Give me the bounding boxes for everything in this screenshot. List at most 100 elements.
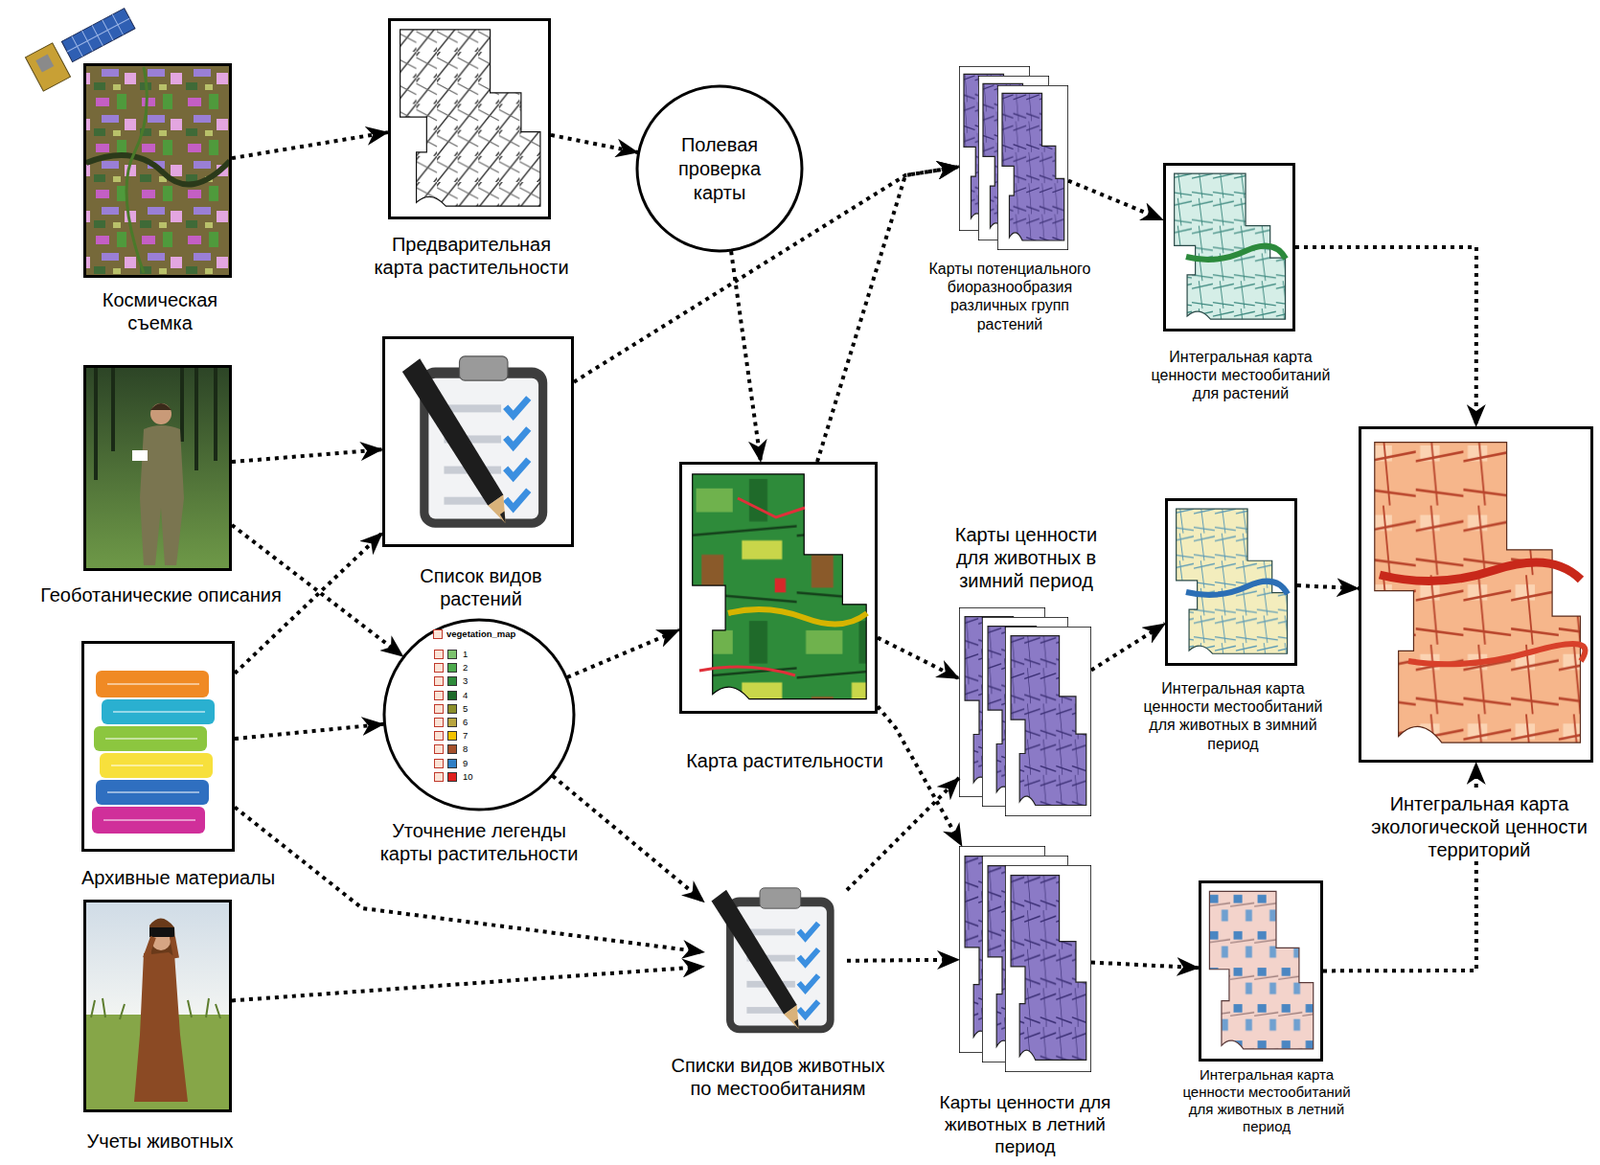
image-box: Космическая съемка bbox=[83, 63, 232, 278]
plant-checklist-icon bbox=[402, 356, 548, 528]
image-group: Карты ценности для животных в зимний пер… bbox=[959, 607, 1092, 817]
legend-text: 8 bbox=[462, 743, 468, 755]
legend-text: 2 bbox=[462, 662, 468, 673]
checkbox-icon bbox=[434, 704, 444, 714]
legend-swatch bbox=[447, 662, 458, 673]
satellite-icon bbox=[24, 8, 135, 92]
image-box: Интегральная карта ценности местообитани… bbox=[1198, 880, 1324, 1062]
archive-books bbox=[81, 640, 235, 852]
checkbox-icon bbox=[433, 629, 443, 640]
satellite-icon bbox=[61, 8, 136, 63]
plant-habitat-map bbox=[1174, 173, 1286, 320]
animal-count-photo bbox=[134, 950, 188, 1103]
winter-habitat-map bbox=[1176, 508, 1288, 654]
checkbox-icon bbox=[434, 758, 444, 769]
satellite-icon bbox=[61, 8, 136, 63]
preliminary-map bbox=[400, 29, 541, 206]
vegetation-map bbox=[728, 609, 868, 624]
dotted-arrow bbox=[231, 132, 389, 159]
circle-node: Полевая проверка карты bbox=[635, 84, 804, 253]
image-box: Список видов растений bbox=[382, 336, 574, 548]
dotted-arrow bbox=[1091, 623, 1166, 671]
legend-text: 7 bbox=[462, 730, 468, 741]
integral-map bbox=[1408, 643, 1585, 664]
checkbox-icon bbox=[434, 676, 444, 686]
image-box: Учеты животных bbox=[83, 899, 232, 1113]
checkbox-icon bbox=[434, 649, 444, 660]
caption: Список видов растений bbox=[399, 564, 563, 611]
legend-text: 6 bbox=[462, 716, 468, 728]
image-group: Списки видов животных по местообитаниям bbox=[704, 882, 847, 1041]
potential-biodiversity-pages bbox=[959, 66, 1069, 251]
satellite-image bbox=[126, 67, 147, 274]
image-box: Архивные материалы bbox=[81, 640, 235, 852]
image-box: Предварительная карта растительности bbox=[388, 18, 551, 220]
image-group: Карты ценности для животных в летний пер… bbox=[959, 845, 1092, 1073]
integral-map bbox=[1379, 562, 1581, 581]
caption: Космическая съемка bbox=[78, 288, 242, 335]
dotted-arrow bbox=[550, 135, 639, 153]
legend-swatch bbox=[447, 772, 458, 782]
dotted-arrow bbox=[567, 629, 680, 678]
archive-books bbox=[103, 684, 206, 821]
legend-swatch bbox=[447, 758, 458, 769]
plant-habitat-map bbox=[1174, 173, 1286, 320]
legend-swatch bbox=[447, 704, 458, 714]
winter-habitat-map bbox=[1176, 508, 1288, 654]
field-photo bbox=[139, 425, 184, 566]
dotted-arrow bbox=[234, 724, 385, 739]
circle-node: Уточнение легенды карты растительности bbox=[382, 617, 576, 812]
caption: Уточнение легенды карты растительности bbox=[359, 819, 599, 866]
caption: Предварительная карта растительности bbox=[346, 232, 596, 279]
legend-swatch bbox=[447, 717, 458, 728]
animal-count-photo bbox=[149, 927, 175, 938]
integral-map bbox=[1374, 442, 1586, 743]
dotted-arrow bbox=[234, 807, 705, 953]
satellite-icon bbox=[35, 54, 54, 73]
summer-habitat-map bbox=[1209, 891, 1313, 1049]
dotted-arrow bbox=[231, 449, 383, 462]
plant-habitat-map bbox=[1186, 246, 1286, 260]
dotted-arrow bbox=[1297, 585, 1359, 589]
dotted-arrow bbox=[231, 966, 705, 1002]
checkbox-icon bbox=[434, 772, 444, 782]
animal-checklist-icon bbox=[711, 888, 835, 1033]
caption: Интегральная карта ценности местообитани… bbox=[1137, 679, 1329, 754]
checkbox-icon bbox=[434, 690, 444, 701]
legend-title: vegetation_map bbox=[446, 628, 516, 640]
satellite-icon bbox=[24, 43, 70, 92]
caption: Карты потенциального биоразнообразия раз… bbox=[921, 259, 1099, 334]
satellite-icon bbox=[61, 8, 136, 63]
dotted-arrow bbox=[731, 251, 761, 462]
legend-swatch bbox=[447, 744, 458, 755]
checkbox-icon bbox=[434, 731, 444, 741]
caption: Интегральная карта ценности местообитани… bbox=[1144, 347, 1337, 404]
field-photo bbox=[150, 403, 172, 425]
dotted-arrow bbox=[1091, 962, 1199, 969]
dotted-arrow bbox=[846, 777, 960, 891]
checkbox-icon bbox=[434, 662, 444, 673]
satellite-image bbox=[86, 155, 230, 185]
dotted-arrow bbox=[846, 960, 960, 961]
legend-text: 4 bbox=[462, 689, 468, 701]
vegetation-map bbox=[692, 474, 867, 700]
satellite-image bbox=[83, 63, 232, 278]
winter-animal-pages bbox=[1005, 626, 1092, 817]
legend-swatch bbox=[447, 649, 458, 660]
plant-checklist-icon bbox=[402, 356, 548, 528]
caption: Списки видов животных по местообитаниям bbox=[658, 1053, 898, 1100]
dotted-arrow bbox=[1068, 181, 1164, 221]
summer-habitat-map bbox=[1209, 891, 1313, 1049]
winter-habitat-map bbox=[1186, 581, 1288, 595]
checkbox-icon bbox=[434, 717, 444, 728]
caption: Интегральная карта экологической ценност… bbox=[1364, 792, 1595, 862]
caption: Архивные материалы bbox=[63, 866, 294, 890]
legend-text: 1 bbox=[462, 648, 468, 660]
caption: Учеты животных bbox=[54, 1129, 266, 1153]
legend-swatch bbox=[447, 676, 458, 686]
circle-outline bbox=[384, 619, 574, 810]
vegetation-map bbox=[692, 474, 868, 700]
summer-animal-pages bbox=[959, 845, 1092, 1073]
node-label: Полевая проверка карты bbox=[658, 133, 781, 206]
